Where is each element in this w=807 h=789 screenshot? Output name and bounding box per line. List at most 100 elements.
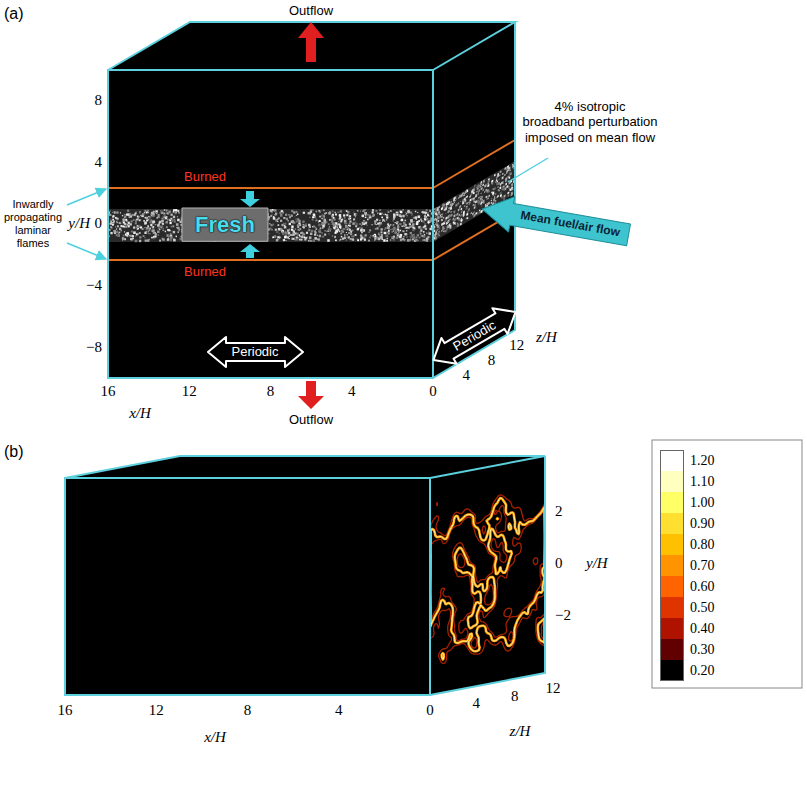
- speckle: [139, 212, 140, 213]
- speckle: [339, 219, 340, 220]
- speckle: [413, 217, 415, 219]
- speckle: [416, 221, 418, 223]
- speckle: [478, 185, 480, 188]
- speckle: [436, 218, 438, 221]
- speckle: [466, 206, 468, 210]
- speckle: [450, 214, 452, 218]
- speckle: [422, 240, 423, 241]
- speckle: [381, 234, 383, 236]
- speckle: [325, 222, 326, 223]
- speckle: [383, 214, 384, 215]
- speckle: [491, 200, 492, 202]
- speckle: [453, 222, 455, 225]
- speckle: [377, 223, 379, 225]
- speckle: [397, 226, 399, 228]
- speckle: [404, 224, 406, 226]
- speckle: [331, 218, 333, 220]
- tick-label: 12: [509, 337, 524, 354]
- speckle: [410, 232, 412, 234]
- speckle: [467, 210, 469, 213]
- speckle: [413, 234, 415, 236]
- speckle: [145, 240, 147, 242]
- speckle: [415, 211, 416, 212]
- speckle: [445, 207, 447, 211]
- speckle: [295, 232, 297, 234]
- speckle: [147, 239, 150, 242]
- speckle: [466, 195, 468, 198]
- speckle: [310, 240, 312, 242]
- speckle: [390, 229, 391, 230]
- speckle: [318, 210, 319, 211]
- speckle: [510, 172, 512, 176]
- speckle: [413, 234, 415, 236]
- speckle: [479, 209, 480, 211]
- speckle: [392, 237, 393, 238]
- color-swatch: [660, 660, 684, 681]
- flow-arrow-outline: [479, 191, 632, 252]
- speckle: [345, 226, 347, 228]
- speckle: [324, 219, 326, 221]
- speckle: [349, 220, 351, 222]
- speckle: [382, 213, 383, 214]
- speckle: [145, 217, 146, 218]
- speckle: [334, 236, 335, 237]
- speckle: [112, 219, 114, 221]
- speckle: [500, 170, 501, 173]
- speckle: [281, 211, 283, 213]
- speckle: [466, 213, 468, 216]
- speckle: [346, 214, 348, 216]
- speckle: [353, 212, 354, 213]
- speckle: [341, 230, 343, 232]
- speckle: [145, 229, 146, 230]
- speckle: [109, 214, 111, 216]
- flame-front-line: [108, 140, 515, 260]
- speckle: [513, 162, 514, 164]
- speckle: [496, 173, 498, 175]
- speckle: [459, 201, 461, 203]
- speckle: [430, 228, 432, 230]
- speckle: [378, 232, 379, 233]
- speckle: [384, 232, 386, 234]
- speckle: [348, 232, 350, 234]
- speckle: [272, 236, 274, 238]
- speckle: [124, 231, 125, 232]
- speckle: [347, 234, 348, 235]
- speckle: [162, 225, 163, 226]
- speckle: [441, 213, 442, 215]
- color-swatch: [660, 534, 684, 555]
- speckle: [120, 225, 122, 227]
- speckle: [399, 215, 401, 217]
- speckle: [441, 219, 442, 221]
- speckle: [375, 223, 376, 224]
- speckle: [322, 225, 324, 227]
- slab-front-face: [65, 478, 430, 695]
- speckle: [309, 226, 311, 228]
- speckle: [406, 227, 408, 229]
- speckle: [479, 189, 481, 191]
- side-flames: [427, 450, 548, 701]
- speckle: [128, 213, 130, 215]
- speckle: [393, 224, 394, 225]
- speckle: [299, 236, 300, 237]
- speckle: [457, 211, 459, 213]
- speckle: [379, 210, 380, 211]
- speckle: [414, 234, 415, 235]
- speckle: [429, 228, 431, 230]
- speckle: [424, 225, 425, 226]
- speckle: [480, 210, 482, 214]
- speckle: [334, 212, 335, 213]
- speckle: [397, 228, 399, 230]
- speckle: [421, 233, 422, 234]
- speckle: [418, 215, 421, 218]
- legend-text: 0.80: [690, 537, 715, 553]
- speckle: [341, 236, 342, 237]
- speckle: [380, 209, 381, 210]
- speckle: [112, 216, 114, 218]
- speckle: [301, 236, 303, 238]
- speckle: [354, 213, 357, 216]
- speckle: [125, 226, 127, 228]
- speckle: [447, 216, 449, 219]
- speckle: [469, 203, 471, 205]
- speckle: [461, 195, 462, 197]
